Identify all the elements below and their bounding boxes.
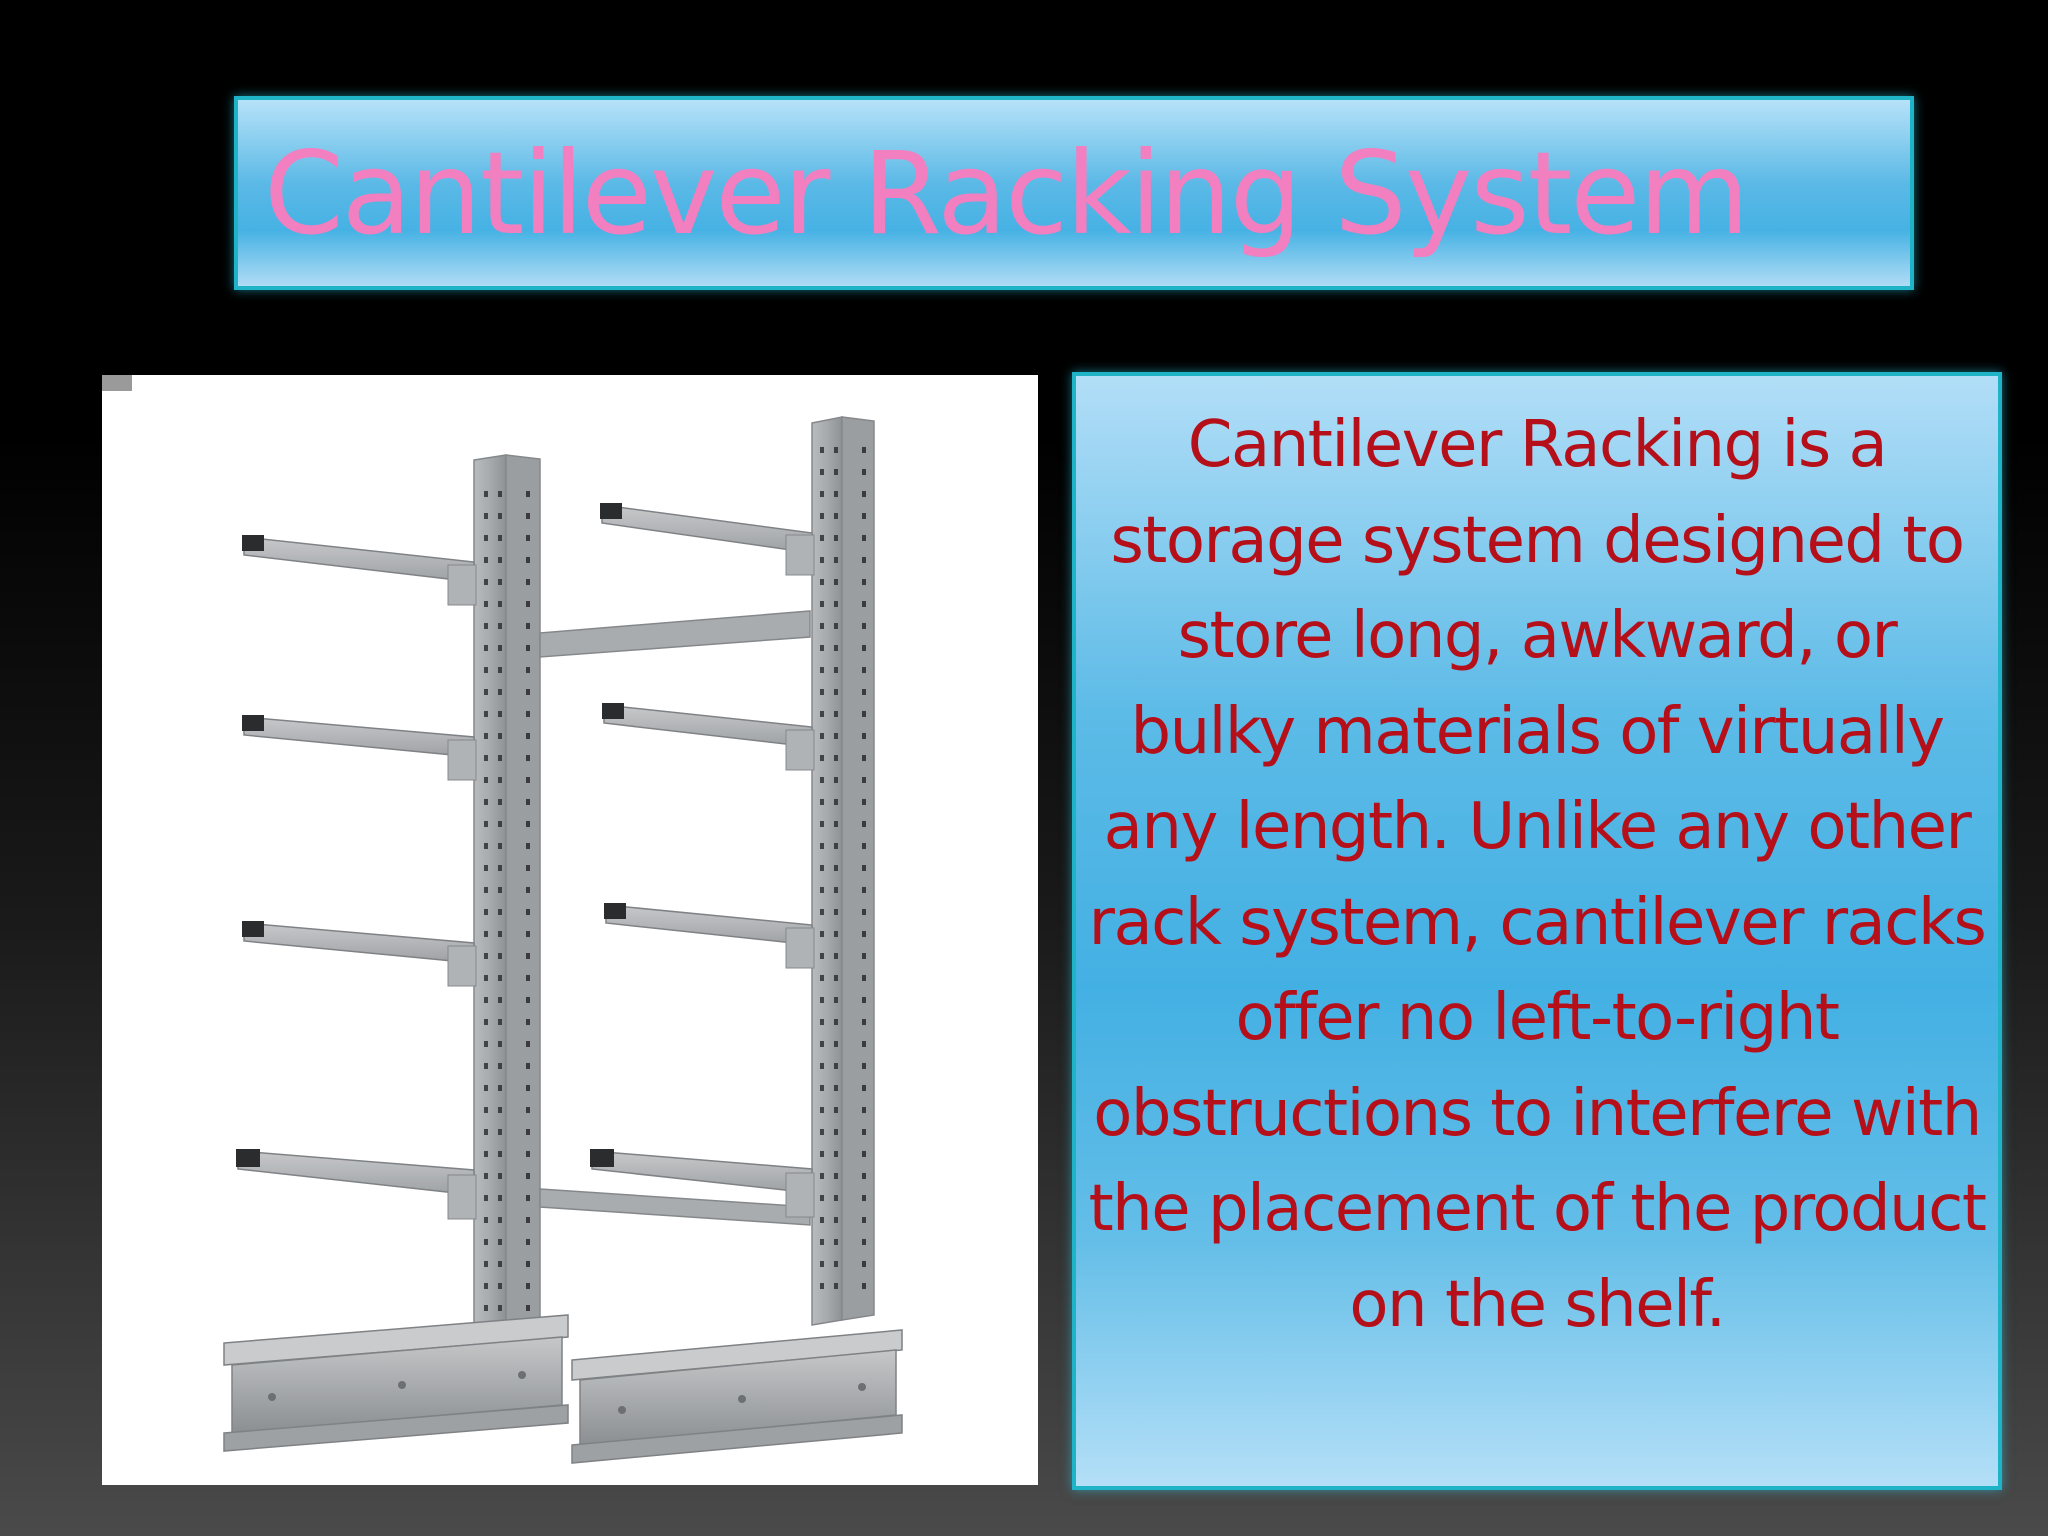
rack-image (102, 375, 1038, 1485)
description-text: Cantilever Racking is a storage system d… (1088, 408, 1987, 1342)
title-box: Cantilever Racking System (234, 96, 1914, 290)
image-corner-marker (102, 375, 132, 391)
slide-title: Cantilever Racking System (264, 127, 1749, 260)
description-box: Cantilever Racking is a storage system d… (1072, 372, 2002, 1490)
cantilever-rack-illustration (223, 416, 903, 1464)
